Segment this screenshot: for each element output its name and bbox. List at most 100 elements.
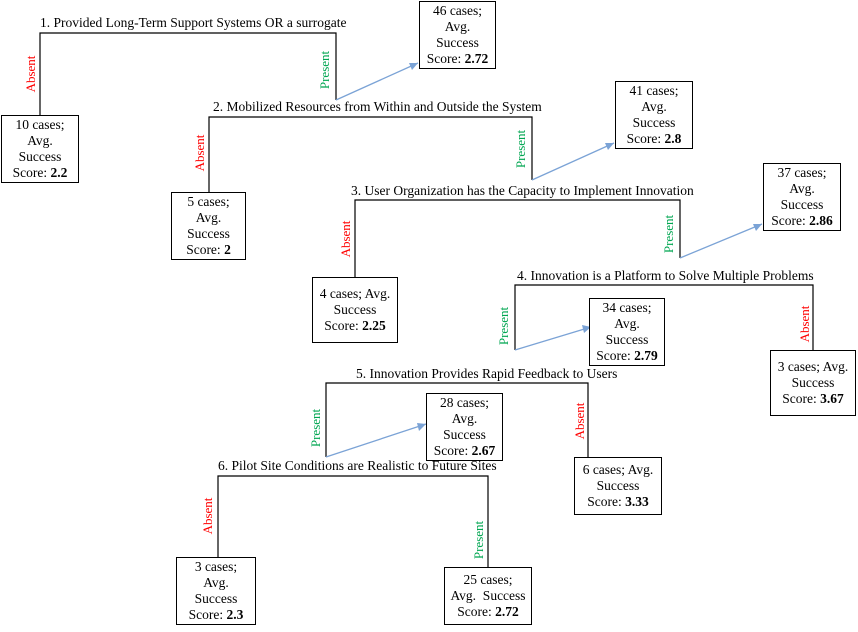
result-box-line: 28 cases; xyxy=(439,395,490,410)
score-label: Score: xyxy=(782,391,817,406)
result-box-line: Avg. xyxy=(641,99,667,114)
result-box-line: Avg. xyxy=(614,316,640,331)
score-value: 2.25 xyxy=(362,318,386,333)
result-box-score-line: Score: 2.72 xyxy=(427,51,489,67)
split-4-title: 4. Innovation is a Platform to Solve Mul… xyxy=(517,268,814,283)
result-box-line: Avg. xyxy=(195,210,222,225)
result-box-line: 34 cases; xyxy=(602,300,652,315)
score-label: Score: xyxy=(188,607,224,622)
result-box-score-line: Score: 2.8 xyxy=(627,131,682,147)
split-2-present-label: Present xyxy=(513,129,528,169)
split-6-branch-line xyxy=(217,475,489,567)
split-3-title: 3. User Organization has the Capacity to… xyxy=(351,183,694,198)
result-box-3-cases-split4: 3 cases; Avg. Success Score: 3.67 xyxy=(770,350,856,416)
split-5-present-connector xyxy=(325,423,427,458)
score-label: Score: xyxy=(596,348,631,363)
result-box-line: 6 cases; Avg. xyxy=(582,462,654,477)
split-1-arrowhead xyxy=(409,63,418,70)
split-2-branch-line xyxy=(208,116,533,192)
result-box-line: 5 cases; xyxy=(187,194,230,209)
split-6-title: 6. Pilot Site Conditions are Realistic t… xyxy=(218,458,497,473)
result-box-score-line: Score: 2.67 xyxy=(434,443,496,459)
score-value: 3.67 xyxy=(820,391,844,406)
score-value: 2 xyxy=(224,242,231,257)
result-box-score-line: Score: 3.67 xyxy=(782,391,844,407)
split-5-present-label: Present xyxy=(308,408,323,448)
split-3-arrowhead xyxy=(753,224,762,231)
split-2-present-connector xyxy=(531,142,615,181)
split-3-absent-label: Absent xyxy=(338,220,353,258)
result-box-10-cases: 10 cases; Avg. Success Score: 2.2 xyxy=(1,115,79,183)
split-2-absent-label: Absent xyxy=(192,134,207,172)
split-3-present-connector xyxy=(679,223,763,259)
result-box-41-cases: 41 cases; Avg. Success Score: 2.8 xyxy=(615,81,693,149)
result-box-line: Avg. xyxy=(451,411,478,426)
result-box-line: 25 cases; xyxy=(463,572,513,587)
split-4-present-label: Present xyxy=(496,306,511,346)
result-box-4-cases: 4 cases; Avg. Success Score: 2.25 xyxy=(312,277,398,343)
split-4-arrowhead xyxy=(582,325,591,333)
score-label: Score: xyxy=(186,242,221,257)
score-label: Score: xyxy=(426,51,462,66)
result-box-line: 37 cases; xyxy=(777,165,827,180)
result-box-line: Avg. Success xyxy=(450,588,526,603)
result-box-line: Success xyxy=(780,197,824,212)
result-box-6-cases: 6 cases; Avg. Success Score: 3.33 xyxy=(574,457,662,515)
result-box-line: 46 cases; xyxy=(432,3,483,18)
result-box-score-line: Score: 2.72 xyxy=(457,604,519,620)
result-box-score-line: Score: 2.2 xyxy=(13,165,68,181)
split-5-branch-line xyxy=(325,382,589,457)
result-box-line: 3 cases; Avg. xyxy=(777,359,849,374)
result-box-score-line: Score: 3.33 xyxy=(587,494,649,510)
result-box-line: Avg. xyxy=(444,19,471,34)
result-box-line: 41 cases; xyxy=(629,83,679,98)
score-value: 3.33 xyxy=(625,494,649,509)
result-box-line: Success xyxy=(436,35,479,50)
split-1-title: 1. Provided Long-Term Support Systems OR… xyxy=(40,15,347,30)
result-box-28-cases: 28 cases; Avg. Success Score: 2.67 xyxy=(426,393,503,461)
split-4-present-connector xyxy=(514,326,592,351)
score-label: Score: xyxy=(626,131,662,146)
result-box-line: Avg. xyxy=(203,575,229,590)
result-box-line: Success xyxy=(791,375,835,390)
score-value: 2.3 xyxy=(226,607,244,622)
score-label: Score: xyxy=(457,604,492,619)
result-box-score-line: Score: 2 xyxy=(186,242,231,258)
split-3-present-label: Present xyxy=(661,214,676,254)
result-box-line: Success xyxy=(443,427,486,442)
result-box-line: Avg. xyxy=(27,133,53,148)
score-value: 2.72 xyxy=(495,604,519,619)
result-box-line: Success xyxy=(333,302,377,317)
score-value: 2.86 xyxy=(809,213,833,228)
result-box-line: 3 cases; xyxy=(194,559,238,574)
split-4-branch-line xyxy=(514,284,814,350)
result-box-line: Success xyxy=(596,478,640,493)
result-box-score-line: Score: 2.3 xyxy=(189,607,244,623)
split-6-absent-label: Absent xyxy=(200,497,215,535)
result-box-line: Success xyxy=(605,332,649,347)
result-box-line: Success xyxy=(632,115,676,130)
split-6-present-label: Present xyxy=(471,520,486,560)
result-box-46-cases: 46 cases; Avg. Success Score: 2.72 xyxy=(419,1,496,69)
score-label: Score: xyxy=(587,494,622,509)
result-box-score-line: Score: 2.25 xyxy=(324,318,386,334)
result-box-line: Success xyxy=(18,149,62,164)
split-5-title: 5. Innovation Provides Rapid Feedback to… xyxy=(356,366,618,381)
split-4-absent-label: Absent xyxy=(797,305,812,343)
split-3-branch-line xyxy=(354,199,681,277)
result-box-line: Avg. xyxy=(789,181,815,196)
score-value: 2.72 xyxy=(464,51,489,66)
score-value: 2.79 xyxy=(634,348,658,363)
score-label: Score: xyxy=(433,443,469,458)
split-1-present-label: Present xyxy=(317,50,332,90)
result-box-line: Success xyxy=(187,226,230,241)
split-5-arrowhead xyxy=(417,423,426,431)
result-box-37-cases: 37 cases; Avg. Success Score: 2.86 xyxy=(763,163,841,231)
score-value: 2.67 xyxy=(471,443,496,458)
result-box-line: 10 cases; xyxy=(15,117,65,132)
result-box-3-cases-split6: 3 cases; Avg. Success Score: 2.3 xyxy=(176,557,256,625)
score-label: Score: xyxy=(771,213,806,228)
result-box-score-line: Score: 2.79 xyxy=(596,348,658,364)
